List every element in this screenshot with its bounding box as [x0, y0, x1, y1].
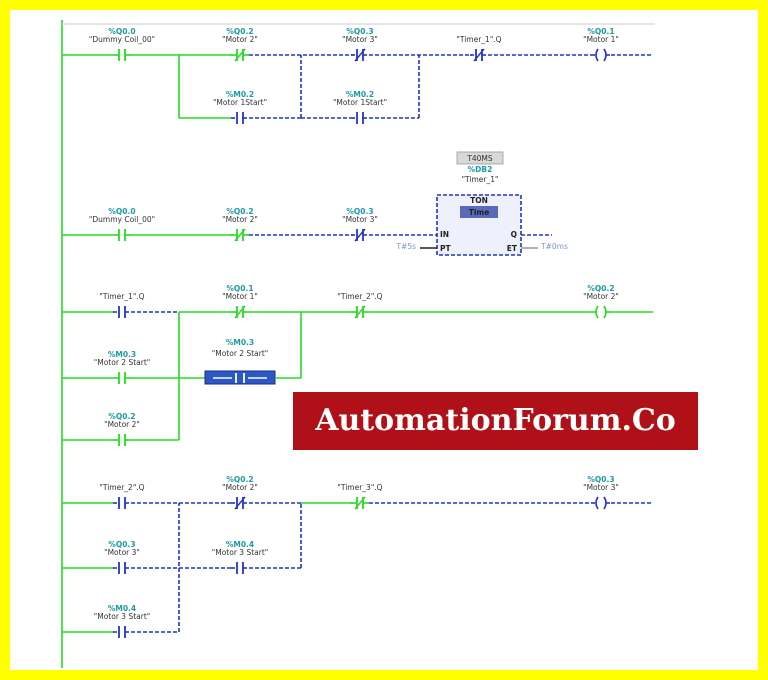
- n3-branch-contact-motor2-symbol: "Motor 2": [104, 420, 140, 429]
- n1-contact-motor2[interactable]: [231, 48, 249, 62]
- n4-contact-motor2-address: %Q0.2: [226, 475, 253, 484]
- n1-contact-timer1-q-slash: [473, 48, 485, 62]
- n2-contact-motor3-address: %Q0.3: [346, 207, 373, 216]
- n4-coil-motor3-symbol: "Motor 3": [583, 483, 619, 492]
- n3-coil-motor2-arc: [595, 305, 599, 319]
- n4-branch-contact-motor3start-symbol: "Motor 3 Start": [212, 548, 268, 557]
- n3-contact-timer1-q-symbol: "Timer_1".Q: [99, 292, 144, 301]
- timer-type-header: [460, 206, 498, 218]
- n3-contact-timer2-q-symbol: "Timer_2".Q: [337, 292, 382, 301]
- n1-contact-motor2-address: %Q0.2: [226, 27, 253, 36]
- n1-branch-contact-motor1start-b-address: %M0.2: [346, 90, 374, 99]
- n4-branch-contact-motor3start-2-symbol: "Motor 3 Start": [94, 612, 150, 621]
- n3-coil-motor2-arc: [603, 305, 607, 319]
- n3-coil-motor2-address: %Q0.2: [587, 284, 614, 293]
- n1-contact-motor3-symbol: "Motor 3": [342, 35, 378, 44]
- n4-branch-contact-motor3start-address: %M0.4: [226, 540, 254, 549]
- n4-branch-contact-motor3start[interactable]: [231, 561, 249, 575]
- n1-contact-dummy-coil-address: %Q0.0: [108, 27, 135, 36]
- watermark-banner: AutomationForum.Co: [293, 392, 698, 450]
- n1-contact-motor3-slash: [354, 48, 366, 62]
- n1-contact-motor2-symbol: "Motor 2": [222, 35, 258, 44]
- n4-contact-timer3-q-symbol: "Timer_3".Q: [337, 483, 382, 492]
- n4-contact-timer2-q-symbol: "Timer_2".Q: [99, 483, 144, 492]
- timer-db-name: T40MS: [466, 154, 493, 163]
- n3-contact-motor1[interactable]: [231, 305, 249, 319]
- timer-instance-tag: [456, 151, 504, 165]
- n2-contact-motor3[interactable]: [351, 228, 369, 242]
- n1-branch-contact-motor1start-b[interactable]: [351, 111, 369, 125]
- n3-branch-contact-motor2[interactable]: [113, 433, 131, 447]
- n1-contact-motor3[interactable]: [351, 48, 369, 62]
- n2-contact-motor3-slash: [354, 228, 366, 242]
- timer-instance-name: "Timer_1": [462, 175, 499, 184]
- n3-contact-motor1-slash: [234, 305, 246, 319]
- timer-pin-et: ET: [507, 244, 518, 253]
- n3-contact-timer1-q[interactable]: [113, 305, 131, 319]
- n4-branch-contact-motor3start-2-address: %M0.4: [108, 604, 136, 613]
- timer-pt-value: T#5s: [395, 242, 416, 251]
- n3-selected-contact-symbol: "Motor 2 Start": [212, 349, 268, 358]
- n1-coil-motor1-arc: [595, 48, 599, 62]
- n2-contact-motor2-address: %Q0.2: [226, 207, 253, 216]
- n3-contact-motor1-address: %Q0.1: [226, 284, 253, 293]
- n3-coil-motor2-symbol: "Motor 2": [583, 292, 619, 301]
- n3-contact-timer2-q-slash: [354, 305, 366, 319]
- n4-contact-motor2-symbol: "Motor 2": [222, 483, 258, 492]
- n4-branch-contact-motor3[interactable]: [113, 561, 131, 575]
- n4-contact-motor2[interactable]: [231, 496, 249, 510]
- n4-coil-motor3-address: %Q0.3: [587, 475, 614, 484]
- n4-branch-contact-motor3-symbol: "Motor 3": [104, 548, 140, 557]
- n1-contact-timer1-q[interactable]: [470, 48, 488, 62]
- n1-contact-motor3-address: %Q0.3: [346, 27, 373, 36]
- n3-selected-contact-address: %M0.3: [226, 338, 254, 347]
- n3-coil-motor2[interactable]: [593, 305, 609, 319]
- n4-coil-motor3[interactable]: [593, 496, 609, 510]
- timer-et-value: T#0ms: [540, 242, 568, 251]
- timer-db-address: %DB2: [468, 165, 493, 174]
- timer-type-label: TON: [470, 196, 488, 205]
- n3-branch-contact-motor2start-symbol: "Motor 2 Start": [94, 358, 150, 367]
- n4-contact-timer3-q-slash: [354, 496, 366, 510]
- n1-branch-contact-motor1start-a[interactable]: [231, 111, 249, 125]
- n4-contact-motor2-slash: [234, 496, 246, 510]
- n1-branch-contact-motor1start-b-symbol: "Motor 1Start": [333, 98, 387, 107]
- n3-contact-timer2-q[interactable]: [351, 305, 369, 319]
- n2-contact-motor2[interactable]: [231, 228, 249, 242]
- n1-coil-motor1[interactable]: [593, 48, 609, 62]
- n4-coil-motor3-arc: [603, 496, 607, 510]
- timer-pin-q: Q: [511, 230, 517, 239]
- n3-branch-contact-motor2start-address: %M0.3: [108, 350, 136, 359]
- timer-pin-pt: PT: [440, 244, 451, 253]
- n4-contact-timer3-q[interactable]: [351, 496, 369, 510]
- n2-contact-motor2-slash: [234, 228, 246, 242]
- timer-subtype-label: Time: [469, 208, 490, 217]
- n4-branch-contact-motor3start-2[interactable]: [113, 625, 131, 639]
- n1-contact-dummy-coil[interactable]: [113, 48, 131, 62]
- n3-contact-motor1-symbol: "Motor 1": [222, 292, 258, 301]
- n3-branch-contact-motor2start[interactable]: [113, 371, 131, 385]
- n1-branch-contact-motor1start-a-symbol: "Motor 1Start": [213, 98, 267, 107]
- n4-contact-timer2-q[interactable]: [113, 496, 131, 510]
- n4-branch-contact-motor3-address: %Q0.3: [108, 540, 135, 549]
- n2-contact-dummy-coil-address: %Q0.0: [108, 207, 135, 216]
- n1-coil-motor1-symbol: "Motor 1": [583, 35, 619, 44]
- n4-coil-motor3-arc: [595, 496, 599, 510]
- n2-contact-dummy-coil-symbol: "Dummy Coil_00": [89, 215, 155, 224]
- n1-contact-timer1-q-symbol: "Timer_1".Q: [456, 35, 501, 44]
- n2-contact-motor2-symbol: "Motor 2": [222, 215, 258, 224]
- n2-contact-motor3-symbol: "Motor 3": [342, 215, 378, 224]
- n1-coil-motor1-arc: [603, 48, 607, 62]
- ton-timer-block[interactable]: [436, 194, 522, 256]
- n1-branch-contact-motor1start-a-address: %M0.2: [226, 90, 254, 99]
- timer-pin-in: IN: [440, 230, 449, 239]
- n1-contact-motor2-slash: [234, 48, 246, 62]
- n3-branch-contact-motor2-address: %Q0.2: [108, 412, 135, 421]
- n1-contact-dummy-coil-symbol: "Dummy Coil_00": [89, 35, 155, 44]
- n1-coil-motor1-address: %Q0.1: [587, 27, 614, 36]
- n2-contact-dummy-coil[interactable]: [113, 228, 131, 242]
